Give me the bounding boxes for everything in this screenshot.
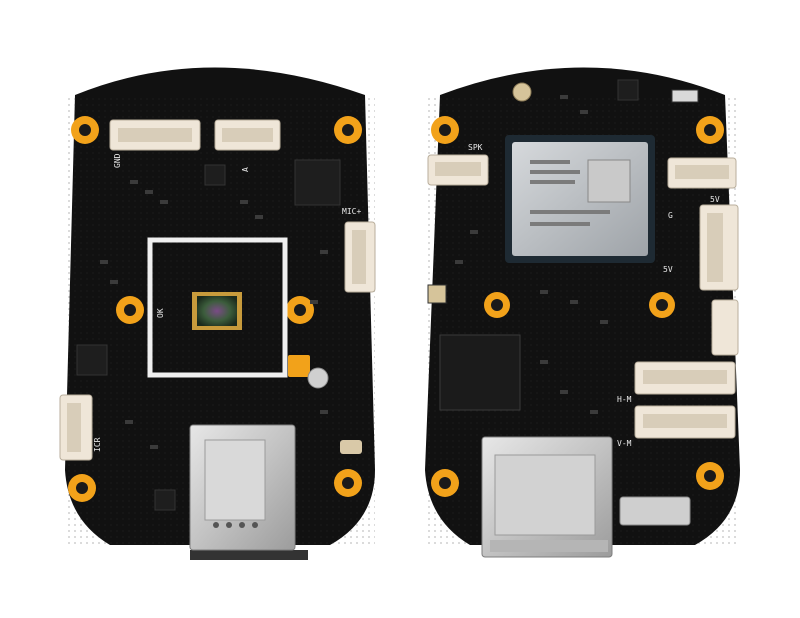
label-icr: ICR — [93, 437, 102, 452]
front-chips — [76, 159, 341, 511]
capacitor — [307, 367, 329, 389]
side-switch — [619, 496, 691, 526]
sd-card-slot — [481, 436, 613, 558]
camera-sensor-area — [147, 237, 288, 378]
front-board: GND A MIC+ ICR OK — [59, 67, 376, 560]
back-connectors — [427, 154, 739, 439]
label-a: A — [241, 167, 250, 172]
label-mic: MIC+ — [342, 207, 361, 216]
front-smd-components — [100, 180, 328, 449]
back-smd-components — [455, 95, 608, 414]
crystal — [340, 440, 362, 454]
back-mounting-holes — [431, 116, 724, 497]
main-processor — [439, 334, 521, 411]
label-5v-mid: 5V — [663, 265, 673, 274]
wifi-module — [505, 135, 655, 263]
back-chips — [427, 79, 699, 304]
label-5v-top: 5V — [710, 195, 720, 204]
antenna-connector — [512, 82, 532, 102]
label-hm: H-M — [617, 395, 632, 404]
label-gnd: GND — [113, 153, 122, 168]
label-g: G — [668, 211, 673, 220]
front-connectors — [59, 119, 376, 461]
gold-pad — [288, 355, 310, 377]
label-spk: SPK — [468, 143, 483, 152]
front-card-holder — [189, 424, 308, 560]
front-mounting-holes — [68, 116, 362, 502]
label-ok: OK — [156, 308, 165, 318]
back-board: SPK 5V 5V G H-M V-M — [425, 67, 740, 558]
label-vm: V-M — [617, 439, 632, 448]
